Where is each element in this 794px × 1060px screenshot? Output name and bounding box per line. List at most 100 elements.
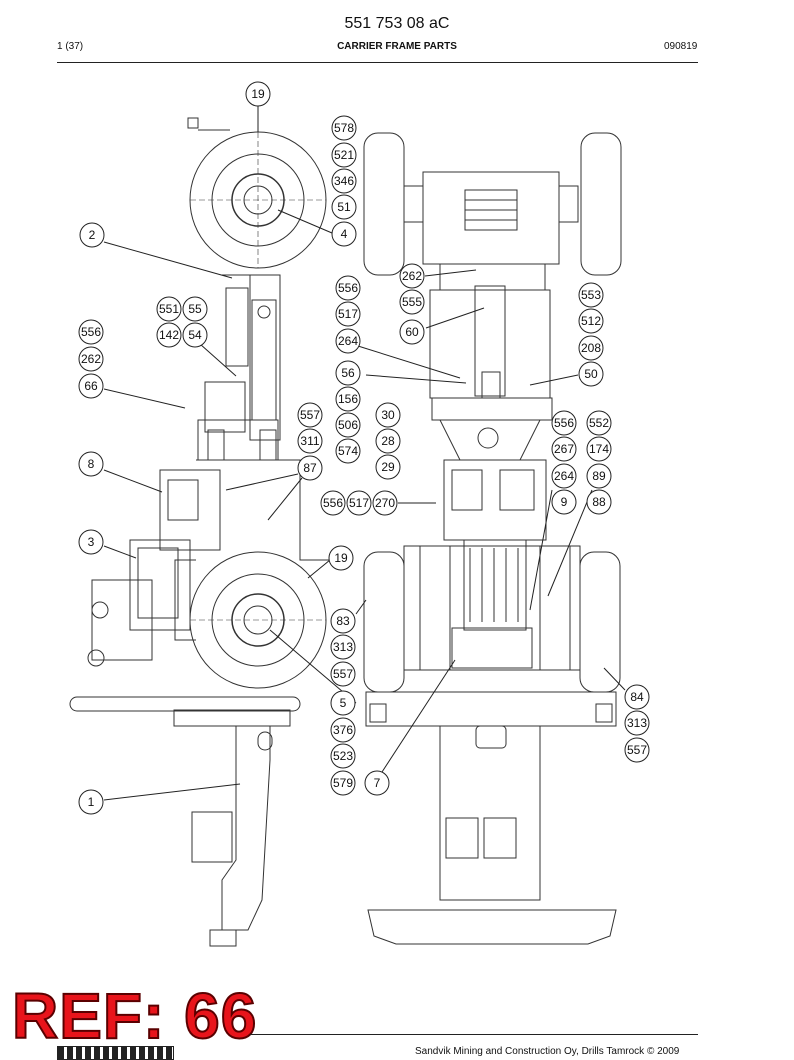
callout: 517	[335, 301, 361, 327]
svg-text:60: 60	[405, 325, 419, 339]
svg-text:142: 142	[159, 328, 179, 342]
callout: 267	[551, 436, 577, 462]
callout: 208	[578, 335, 604, 361]
callout: 313	[330, 634, 356, 660]
footer-divider	[250, 1034, 698, 1035]
callout: 83	[330, 608, 356, 634]
callout: 66	[78, 373, 104, 399]
callout: 55	[182, 296, 208, 322]
callout: 30	[375, 402, 401, 428]
callout: 8	[78, 451, 104, 477]
svg-text:89: 89	[592, 469, 606, 483]
callout: 50	[578, 361, 604, 387]
callout: 270	[372, 490, 398, 516]
rear-right-tyre	[579, 551, 621, 693]
callout: 556	[320, 490, 346, 516]
svg-text:556: 556	[81, 325, 101, 339]
svg-text:3: 3	[88, 535, 95, 549]
svg-text:83: 83	[336, 614, 350, 628]
svg-text:346: 346	[334, 174, 354, 188]
callout: 264	[335, 328, 361, 354]
callout: 555	[399, 289, 425, 315]
callout: 51	[331, 194, 357, 220]
footer-copyright: Sandvik Mining and Construction Oy, Dril…	[415, 1046, 680, 1057]
callout: 521	[331, 142, 357, 168]
callout: 557	[624, 737, 650, 763]
callout: 84	[624, 684, 650, 710]
svg-text:264: 264	[338, 334, 358, 348]
svg-text:313: 313	[627, 716, 647, 730]
svg-text:270: 270	[375, 496, 395, 510]
svg-text:30: 30	[381, 408, 395, 422]
svg-text:556: 556	[554, 416, 574, 430]
svg-text:19: 19	[251, 87, 265, 101]
svg-text:552: 552	[589, 416, 609, 430]
svg-text:506: 506	[338, 418, 358, 432]
callout: 56	[335, 360, 361, 386]
svg-text:313: 313	[333, 640, 353, 654]
svg-text:55: 55	[188, 302, 202, 316]
callout: 5	[330, 690, 356, 716]
callout: 517	[346, 490, 372, 516]
callout: 7	[364, 770, 390, 796]
svg-text:557: 557	[627, 743, 647, 757]
callout: 3	[78, 529, 104, 555]
header-divider	[57, 62, 698, 63]
callout: 60	[399, 319, 425, 345]
callout: 579	[330, 770, 356, 796]
callout: 4	[331, 221, 357, 247]
callout: 264	[551, 463, 577, 489]
callout: 376	[330, 717, 356, 743]
callout: 2	[79, 222, 105, 248]
svg-text:87: 87	[303, 461, 317, 475]
callout: 88	[586, 489, 612, 515]
svg-text:208: 208	[581, 341, 601, 355]
callout: 262	[78, 346, 104, 372]
callout: 311	[297, 428, 323, 454]
svg-text:8: 8	[88, 457, 95, 471]
callout: 552	[586, 410, 612, 436]
callout: 578	[331, 115, 357, 141]
callout: 523	[330, 743, 356, 769]
rear-left-tyre	[363, 551, 405, 693]
callout: 28	[375, 428, 401, 454]
svg-text:556: 556	[323, 496, 343, 510]
callout: 557	[330, 661, 356, 687]
svg-text:556: 556	[338, 281, 358, 295]
svg-text:551: 551	[159, 302, 179, 316]
svg-text:574: 574	[338, 444, 358, 458]
callout: 89	[586, 463, 612, 489]
callout: 142	[156, 322, 182, 348]
callout: 551	[156, 296, 182, 322]
callout: 19	[245, 81, 271, 107]
svg-text:5: 5	[340, 696, 347, 710]
svg-text:19: 19	[334, 551, 348, 565]
svg-text:50: 50	[584, 367, 598, 381]
document-date: 090819	[664, 41, 698, 52]
svg-text:267: 267	[554, 442, 574, 456]
callout: 574	[335, 438, 361, 464]
front-left-tyre	[363, 132, 405, 276]
svg-text:262: 262	[402, 269, 422, 283]
svg-text:512: 512	[581, 314, 601, 328]
page-title: CARRIER FRAME PARTS	[337, 41, 457, 52]
company-logo	[57, 1046, 174, 1060]
svg-text:553: 553	[581, 288, 601, 302]
callout: 556	[335, 275, 361, 301]
svg-text:84: 84	[630, 690, 644, 704]
svg-text:557: 557	[333, 667, 353, 681]
page-count: 1 (37)	[57, 41, 84, 52]
callout: 262	[399, 263, 425, 289]
callout-bubbles: 19 578 521 346 51 4 2 262 556 555 553 51…	[78, 81, 650, 815]
svg-text:376: 376	[333, 723, 353, 737]
svg-text:54: 54	[188, 328, 202, 342]
callout: 156	[335, 386, 361, 412]
svg-text:66: 66	[84, 379, 98, 393]
front-right-tyre	[580, 132, 622, 276]
callout: 87	[297, 455, 323, 481]
svg-text:1: 1	[88, 795, 95, 809]
document-number: 551 753 08 aC	[344, 15, 450, 32]
svg-text:174: 174	[589, 442, 609, 456]
svg-text:7: 7	[374, 776, 381, 790]
